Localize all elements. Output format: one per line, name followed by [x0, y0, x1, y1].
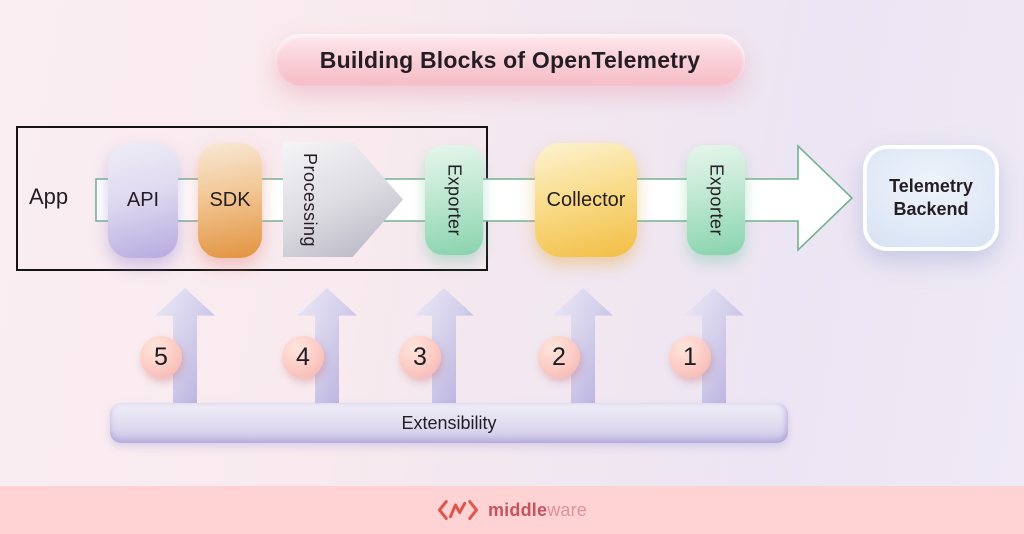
exporter-block-label: Exporter — [444, 163, 465, 237]
api-block-label: API — [126, 189, 160, 211]
middleware-wordmark: middleware — [488, 500, 587, 521]
marker-1: 1 — [669, 336, 711, 378]
marker-5: 5 — [140, 336, 182, 378]
marker-3: 3 — [399, 336, 441, 378]
extensibility-label: Extensibility — [401, 412, 497, 433]
exporter-block-collector: Exporter — [687, 145, 745, 255]
brand-text-light: ware — [547, 499, 588, 520]
footer-bar: middleware — [0, 486, 1024, 534]
marker-2: 2 — [538, 336, 580, 378]
brand-text-bold: middle — [487, 499, 548, 520]
diagram-title: Building Blocks of OpenTelemetry — [275, 34, 745, 86]
middleware-logo-icon — [437, 497, 479, 523]
api-block: API — [108, 143, 178, 258]
processing-block-label: Processing — [300, 152, 320, 247]
telemetry-backend-label: Telemetry Backend — [889, 175, 973, 219]
extensibility-bar: Extensibility — [110, 403, 788, 443]
collector-block: Collector — [535, 143, 637, 257]
exporter-block-sdk: Exporter — [425, 145, 483, 255]
app-label: App — [29, 184, 69, 209]
sdk-block: SDK — [198, 143, 262, 258]
exporter-block-label: Exporter — [706, 163, 727, 237]
telemetry-backend-block: Telemetry Backend — [863, 145, 999, 251]
marker-4: 4 — [282, 336, 324, 378]
collector-block-label: Collector — [546, 188, 626, 211]
sdk-block-label: SDK — [209, 189, 251, 211]
